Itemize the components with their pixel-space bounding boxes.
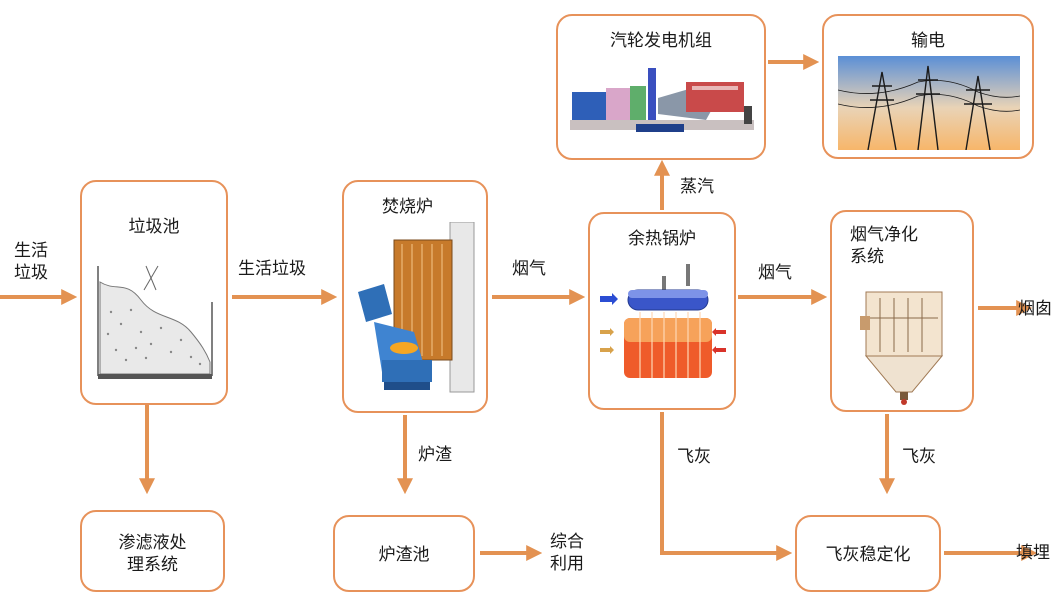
purification-illustration — [860, 291, 944, 405]
label-landfill: 填埋 — [1016, 543, 1050, 563]
node-title: 炉渣池 — [378, 545, 430, 565]
node-title: 余热锅炉 — [628, 229, 696, 249]
label-comprehensive-use: 综合 利用 — [550, 532, 584, 574]
label-slag: 炉渣 — [418, 445, 452, 465]
garbage-pit-illustration — [96, 262, 216, 382]
node-flue-gas-purification: 烟气净化 系统 — [830, 210, 974, 412]
label-domestic-garbage: 生活垃圾 — [238, 259, 306, 279]
node-title: 渗滤液处 理系统 — [118, 533, 187, 575]
node-turbine-generator: 汽轮发电机组 — [556, 14, 766, 160]
node-power-transmission: 输电 — [822, 14, 1034, 159]
node-leachate-system: 渗滤液处 理系统 — [80, 510, 225, 592]
node-waste-heat-boiler: 余热锅炉 — [588, 212, 736, 410]
node-title: 输电 — [911, 31, 945, 51]
node-title: 焚烧炉 — [382, 197, 433, 217]
label-fly-ash-1: 飞灰 — [677, 447, 711, 467]
boiler-illustration — [600, 264, 726, 378]
node-garbage-pit: 垃圾池 — [80, 180, 228, 405]
label-fly-ash-2: 飞灰 — [902, 447, 936, 467]
label-flue-gas-2: 烟气 — [758, 263, 792, 283]
node-slag-pit: 炉渣池 — [333, 515, 475, 592]
node-title: 飞灰稳定化 — [825, 545, 911, 565]
turbine-illustration — [566, 62, 758, 150]
arrow-boiler-to-stab — [660, 412, 793, 561]
label-flue-gas-1: 烟气 — [512, 259, 546, 279]
node-title: 垃圾池 — [128, 217, 180, 237]
label-chimney: 烟囱 — [1018, 299, 1052, 319]
incinerator-illustration — [358, 222, 475, 393]
label-input-garbage: 生活 垃圾 — [14, 241, 48, 283]
node-title: 汽轮发电机组 — [610, 31, 712, 51]
node-title: 烟气净化 系统 — [850, 225, 918, 267]
node-fly-ash-stabilization: 飞灰稳定化 — [795, 515, 941, 592]
transmission-tower-illustration — [838, 56, 1020, 150]
label-steam: 蒸汽 — [680, 177, 714, 197]
node-incinerator: 焚烧炉 — [342, 180, 488, 413]
